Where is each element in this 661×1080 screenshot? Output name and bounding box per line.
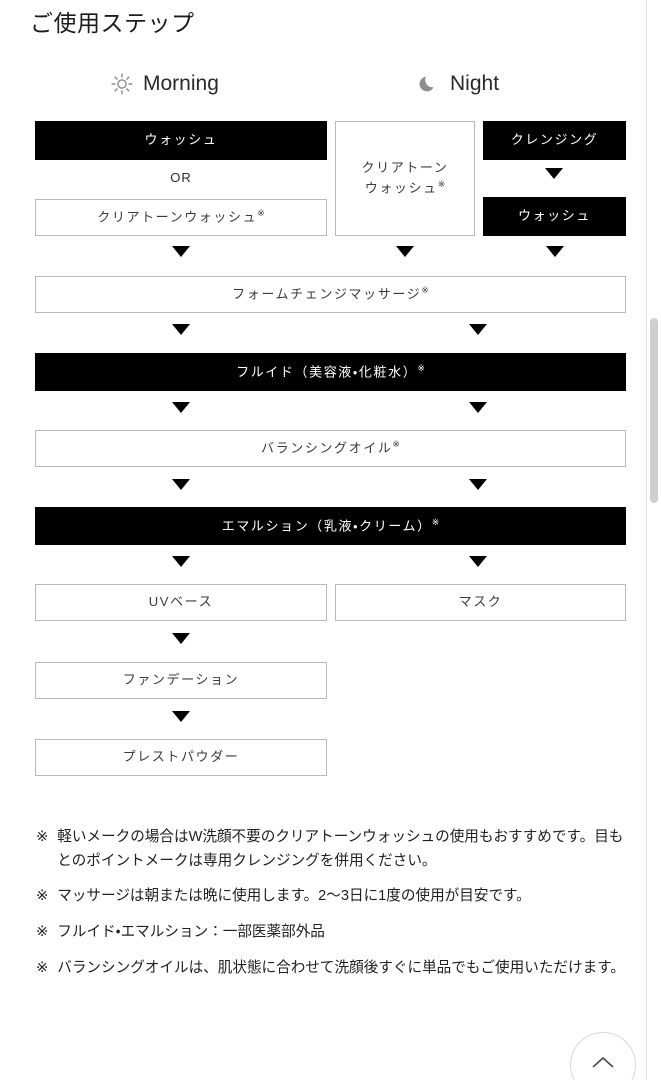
footnote-text: 軽いメークの場合はW洗顔不要のクリアトーンウォッシュの使用もおすすめです。目もと… (57, 829, 624, 869)
footnote-text: マッサージは朝または晩に使用します。2〜3日に1度の使用が目安です。 (57, 888, 531, 905)
step-morning-wash-label: ウォッシュ (144, 132, 218, 148)
footnote-item: ※ マッサージは朝または晩に使用します。2〜3日に1度の使用が目安です。 (36, 885, 632, 909)
step-night-cleansing: クレンジング (483, 121, 626, 160)
vertical-scrollbar-track[interactable] (646, 0, 661, 1080)
chevron-up-icon (590, 1054, 616, 1077)
footnotes-list: ※ 軽いメークの場合はW洗顔不要のクリアトーンウォッシュの使用もおすすめです。目… (36, 826, 632, 992)
vertical-scrollbar-thumb[interactable] (650, 318, 658, 503)
step-night-wash-label: ウォッシュ (517, 208, 591, 224)
step-morning-wash: ウォッシュ (35, 121, 327, 160)
flow-arrow-night-clear-tone-to-massage (396, 246, 414, 257)
step-balancing-oil-label: バランシングオイル (261, 440, 393, 456)
step-night-clear-tone-wash-line2: ウォッシュ (364, 180, 438, 196)
asterisk-mark: ※ (417, 362, 425, 373)
asterisk-mark: ※ (257, 208, 265, 219)
step-foundation: ファンデーション (35, 662, 327, 699)
flow-arrow-uv-base-to-foundation (172, 633, 190, 644)
footnote-mark: ※ (36, 959, 49, 976)
footnote-mark: ※ (36, 829, 49, 845)
step-morning-clear-tone-wash: クリアトーンウォッシュ※ (35, 199, 327, 236)
step-emulsion: エマルション（乳液・クリーム）※ (35, 507, 626, 545)
scroll-to-top-button[interactable] (570, 1032, 636, 1080)
step-night-clear-tone-wash: クリアトーン ウォッシュ※ (335, 121, 475, 236)
asterisk-mark: ※ (392, 439, 400, 450)
footnote-item: ※ バランシングオイルは、肌状態に合わせて洗顔後すぐに単品でもご使用いただけます… (36, 957, 632, 981)
moon-icon (418, 73, 440, 95)
sun-icon (111, 73, 133, 95)
step-pressed-powder: プレストパウダー (35, 739, 327, 776)
step-uv-base: UVベース (35, 584, 327, 621)
flow-arrow-fluid-to-oil-morning (172, 402, 190, 413)
step-fluid: フルイド（美容液・化粧水）※ (35, 353, 626, 391)
footnote-text: バランシングオイルは、肌状態に合わせて洗顔後すぐに単品でもご使用いただけます。 (57, 959, 625, 976)
flow-arrow-night-cleansing-to-wash (545, 168, 563, 179)
column-header-night-label: Night (450, 72, 500, 95)
flow-arrow-foundation-to-pressed-powder (172, 711, 190, 722)
step-emulsion-label: エマルション（乳液・クリーム） (221, 518, 432, 534)
step-fluid-label: フルイド（美容液・化粧水） (236, 364, 418, 380)
step-or-label: OR (170, 170, 192, 185)
column-header-night: Night (418, 72, 499, 96)
flow-arrow-oil-to-emulsion-morning (172, 479, 190, 490)
flow-arrow-emulsion-to-mask (469, 556, 487, 567)
step-mask: マスク (335, 584, 626, 621)
flow-arrow-morning-to-massage (172, 246, 190, 257)
footnote-item: ※ フルイド・エマルション：一部医薬部外品 (36, 921, 632, 945)
usage-steps-flowchart: ウォッシュ OR クリアトーンウォッシュ※ クリアトーン ウォッシュ※ クレンジ… (35, 121, 626, 776)
column-headers: Morning Night (0, 72, 640, 106)
flow-arrow-massage-to-fluid-night (469, 324, 487, 335)
asterisk-mark: ※ (437, 178, 446, 189)
flow-arrow-emulsion-to-uv-base (172, 556, 190, 567)
step-foam-change-massage-label: フォームチェンジマッサージ (232, 286, 422, 302)
flow-arrow-oil-to-emulsion-night (469, 479, 487, 490)
footnote-text: フルイド・エマルション：一部医薬部外品 (57, 923, 325, 940)
step-foundation-label: ファンデーション (122, 672, 240, 688)
flow-arrow-night-wash-to-massage (546, 246, 564, 257)
step-night-clear-tone-wash-line1: クリアトーン (361, 159, 449, 175)
step-night-cleansing-label: クレンジング (510, 132, 599, 148)
step-balancing-oil: バランシングオイル※ (35, 430, 626, 467)
footnote-item: ※ 軽いメークの場合はW洗顔不要のクリアトーンウォッシュの使用もおすすめです。目… (36, 826, 632, 873)
asterisk-mark: ※ (421, 285, 429, 296)
column-header-morning-label: Morning (143, 72, 219, 95)
step-night-wash: ウォッシュ (483, 197, 626, 236)
footnote-mark: ※ (36, 923, 49, 940)
step-pressed-powder-label: プレストパウダー (122, 749, 240, 765)
step-mask-label: マスク (458, 594, 503, 610)
step-uv-base-label: UVベース (148, 594, 214, 610)
page-title: ご使用ステップ (30, 10, 195, 36)
flow-arrow-massage-to-fluid-morning (172, 324, 190, 335)
column-header-morning: Morning (111, 72, 219, 96)
asterisk-mark: ※ (431, 516, 440, 527)
step-morning-clear-tone-wash-label: クリアトーンウォッシュ (97, 209, 258, 225)
footnote-mark: ※ (36, 888, 49, 905)
flow-arrow-fluid-to-oil-night (469, 402, 487, 413)
step-foam-change-massage: フォームチェンジマッサージ※ (35, 276, 626, 313)
